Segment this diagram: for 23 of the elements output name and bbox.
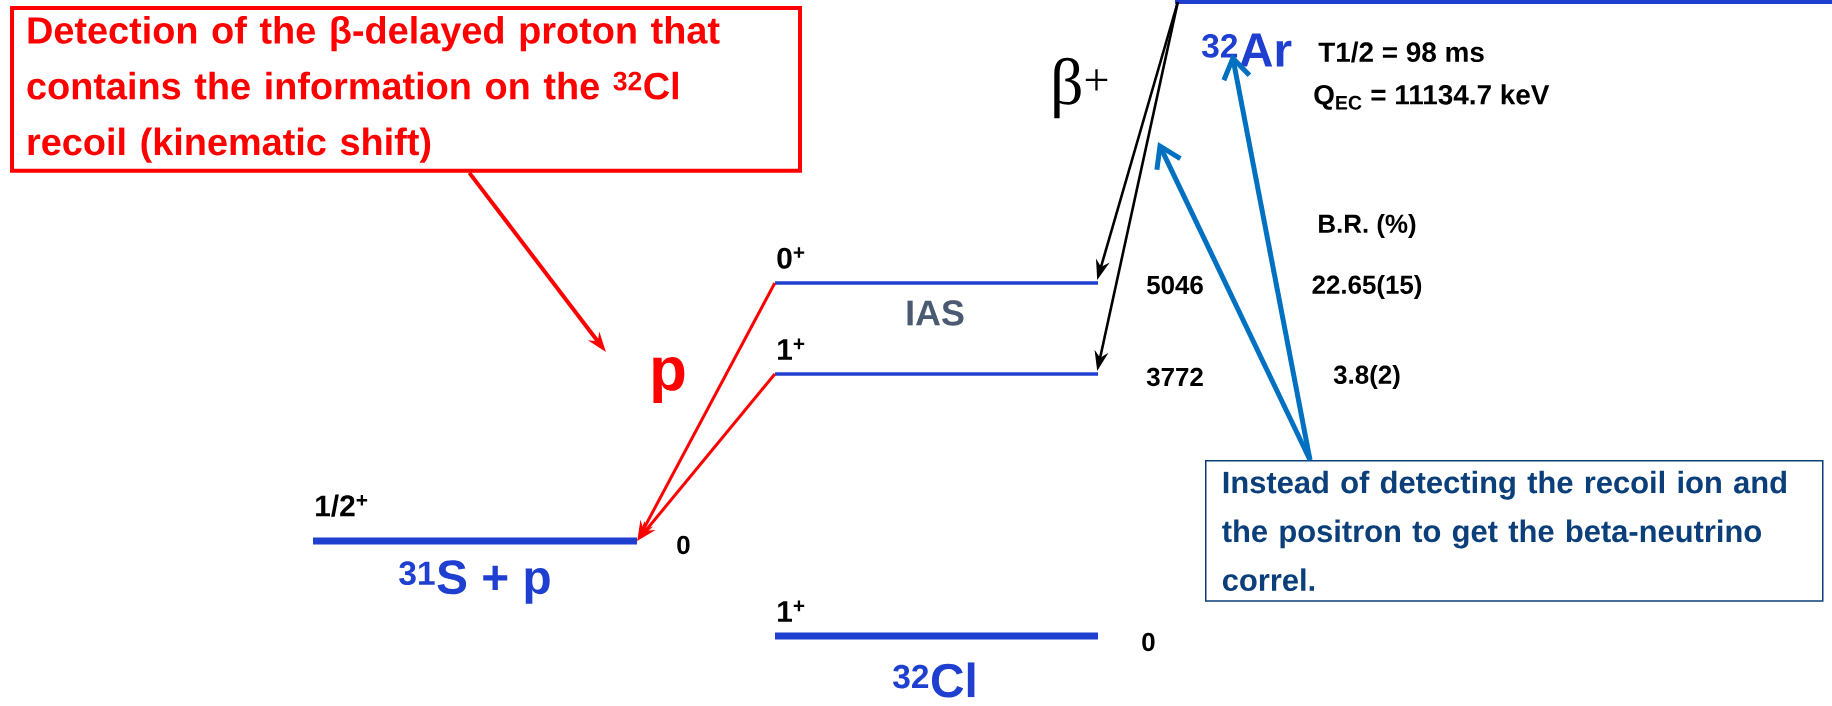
spin-label: 0$^{+}$ (777, 247, 805, 269)
note-box: Instead of detecting the recoil ion and the positron to get the beta-neutrino correl. (1205, 460, 1824, 602)
callout-box: Detection of the β-delayed proton that contains the information on the $^{32}$Cl recoil (kinematic shift) (10, 6, 802, 173)
branching-ratio: 3.8(2) (1333, 364, 1400, 390)
decay-label: β$^{+}$ (1054, 57, 1108, 119)
energy-label: 5046 (1147, 275, 1203, 295)
q-value-label: Q$_{EC}$ = 11134.7 keV (1314, 84, 1550, 110)
spin-label: 1/2$^{+}$ (316, 494, 368, 517)
energy-label: 3772 (1146, 367, 1203, 387)
energy-label: 0 (677, 535, 690, 555)
energy-label: 0 (1142, 632, 1155, 652)
column-heading: B.R. (%) (1319, 213, 1416, 239)
spin-label: 1$^{+}$ (778, 338, 805, 360)
half-life-label: T1/2 = 98 ms (1318, 41, 1484, 63)
spin-label: 1$^{+}$ (778, 600, 805, 622)
nucleus-label: $^{32}$Cl (893, 662, 975, 698)
arrow (1154, 142, 1313, 462)
arrow (1221, 53, 1313, 461)
branching-ratio: 22.65(15) (1312, 274, 1422, 300)
state-label: IAS (907, 300, 964, 326)
nucleus-label: $^{31}$S + p (399, 560, 550, 604)
proton-label: p (653, 356, 685, 404)
nucleus-label: $^{32}$Ar (1201, 33, 1292, 67)
